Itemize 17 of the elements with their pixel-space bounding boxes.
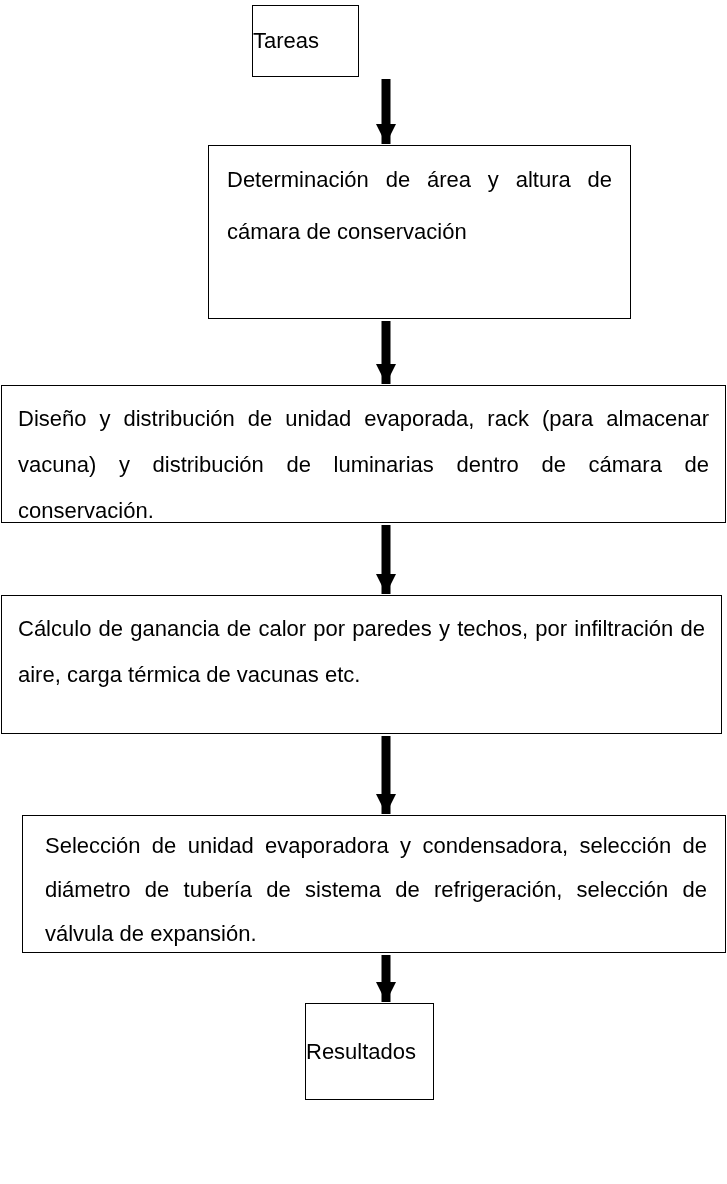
arrow	[376, 525, 396, 594]
box-text: Determinación de área y altura de cámara de conservación	[227, 166, 612, 246]
process-box	[1, 595, 722, 734]
process-box	[305, 1003, 434, 1100]
process-box	[1, 385, 726, 523]
box-text: Resultados	[306, 1038, 418, 1065]
arrow	[376, 736, 396, 814]
process-box	[252, 5, 359, 77]
arrow	[376, 79, 396, 144]
box-text: Tareas	[253, 28, 321, 54]
box-text: Diseño y distribución de unidad evaporada, rack (para almacenar vacuna) y distribución de luminarias dentro de cámara de conservación.	[18, 405, 709, 525]
arrow	[376, 321, 396, 384]
process-box	[208, 145, 631, 319]
box-text: Cálculo de ganancia de calor por paredes y techos, por infiltración de aire, carga térmica de vacunas etc.	[18, 615, 705, 689]
box-text: Selección de unidad evaporadora y condensadora, selección de diámetro de tubería de sistema de refrigeración, selección de válvula de expansión.	[45, 832, 707, 948]
arrow	[376, 955, 396, 1002]
process-box	[22, 815, 726, 953]
